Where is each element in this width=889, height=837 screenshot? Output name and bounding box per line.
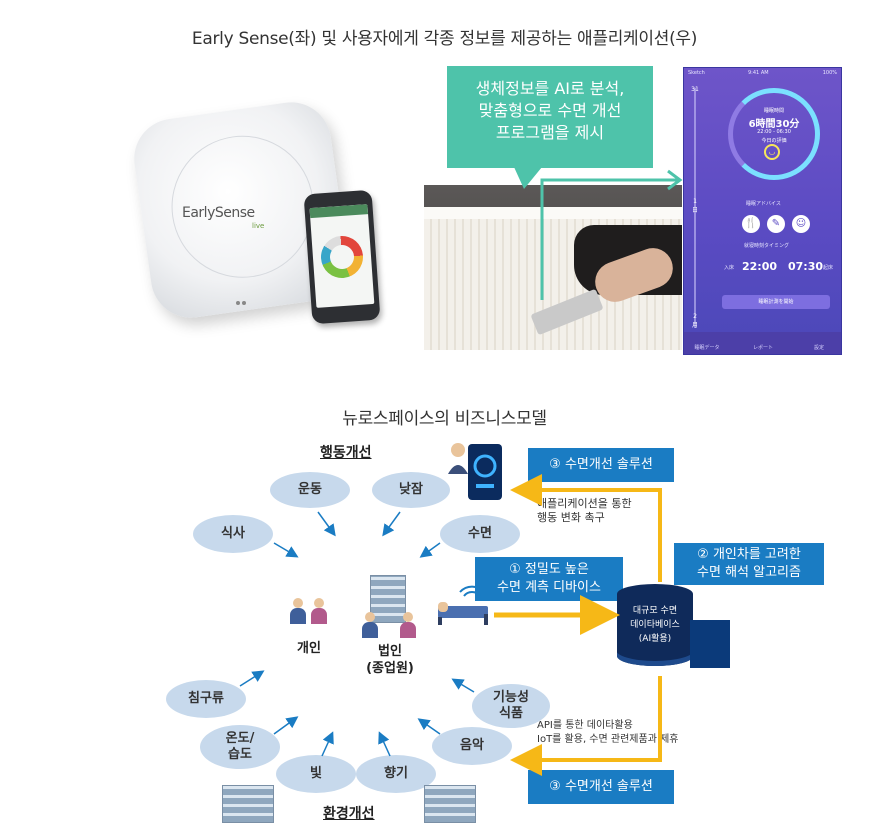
bubble-line-1: 생체정보를 AI로 분석, (475, 79, 625, 98)
oval-exercise: 운동 (270, 472, 350, 508)
corporate-building-icon (370, 575, 406, 623)
solution-box-bottom: ③ 수면개선 솔루션 (528, 770, 674, 804)
oval-bedding: 침구류 (166, 680, 246, 718)
device-brand-logo: EarlySense (182, 205, 255, 221)
employee-woman-icon (400, 612, 416, 638)
rail-label-mid: 1 日 (691, 198, 698, 214)
building-left-icon (222, 785, 274, 823)
oval-scent: 향기 (356, 755, 436, 793)
meal-icon[interactable]: 🍴 (742, 215, 760, 233)
connector-arrow (540, 169, 683, 300)
start-measure-button[interactable]: 睡眠計測を開始 (722, 295, 830, 309)
mattress-top (424, 207, 682, 219)
speech-bubble: 생체정보를 AI로 분석, 맞춤형으로 수면 개선 프로그램을 제시 (447, 66, 653, 168)
advice-label: 睡眠アドバイス (746, 201, 781, 207)
sleep-app-screenshot: Sketch 9:41 AM 100% 31 1 日 2 月 睡眠時間 6時間3… (683, 67, 842, 355)
api-note: API를 통한 데이타활용 IoT를 활용, 수면 관련제품과 제휴 (537, 720, 679, 745)
oval-music: 음악 (432, 727, 512, 765)
oval-functional-food: 기능성 식품 (472, 684, 550, 728)
gauge-label: 睡眠時間 (763, 108, 784, 114)
oval-sleep: 수면 (440, 515, 520, 553)
database-label: 대규모 수면 데이타베이스 (AI활용) (630, 606, 680, 644)
rail-label-bottom: 2 月 (691, 313, 698, 329)
mattress-photo (424, 185, 682, 350)
person-man-icon (290, 598, 306, 624)
employee-man-icon (362, 612, 378, 638)
bottom-caption: 뉴로스페이스의 비즈니스모델 (342, 409, 547, 429)
status-time: 9:41 AM (748, 70, 769, 76)
database-panel-graphic (690, 620, 730, 668)
status-battery: 100% (822, 70, 837, 76)
wake-label: 起床 (823, 265, 834, 271)
person-icon[interactable]: ☺ (792, 215, 810, 233)
environment-title: 환경개선 (323, 806, 375, 822)
personal-label: 개인 (297, 641, 321, 656)
corporate-label: 법인 (종업원) (366, 644, 414, 676)
device-box: ① 정밀도 높은 수면 계측 디바이스 (475, 557, 623, 601)
bed-sensor-icon (438, 585, 488, 625)
wake-time[interactable]: 07:30 (788, 260, 824, 273)
behavior-title: 행동개선 (320, 445, 372, 461)
tab-report[interactable]: レポート (752, 345, 773, 351)
oval-light: 빛 (276, 755, 356, 793)
bed-label: 入床 (724, 265, 735, 271)
user-phone-icon (448, 443, 502, 500)
oval-temperature-humidity: 온도/ 습도 (200, 725, 280, 769)
gauge-range: 22:00 - 06:30 (757, 129, 791, 135)
gauge-value: 6時間30分 (748, 119, 800, 130)
algorithm-box: ② 개인차를 고려한 수면 해석 알고리즘 (674, 543, 824, 585)
top-caption: Early Sense(좌) 및 사용자에게 각종 정보를 제공하는 애플리케이… (191, 29, 698, 49)
speech-bubble-tail (514, 167, 542, 189)
tab-sleep-data[interactable]: 睡眠データ (694, 345, 720, 351)
tab-settings[interactable]: 設定 (813, 345, 824, 351)
smile-icon: ◡ (764, 144, 780, 160)
bubble-line-3: 프로그램을 제시 (495, 123, 605, 142)
bed-time[interactable]: 22:00 (742, 260, 778, 273)
pill-icon[interactable]: ✎ (767, 215, 785, 233)
rail-label-top: 31 (691, 86, 699, 93)
app-note: 애플리케이션을 통한 행동 변화 촉구 (537, 497, 632, 524)
building-right-icon (424, 785, 476, 823)
sleep-gauge: 睡眠時間 6時間30分 22:00 - 06:30 今日の評価 ◡ (728, 88, 820, 180)
device-leds (236, 290, 250, 305)
person-woman-icon (311, 598, 327, 624)
oval-nap: 낮잠 (372, 472, 450, 508)
solution-box-top: ③ 수면개선 솔루션 (528, 448, 674, 482)
gauge-score-label: 今日の評価 (761, 138, 787, 144)
oval-meal: 식사 (193, 515, 273, 553)
database-cylinder: 대규모 수면 데이타베이스 (AI활용) (617, 584, 693, 666)
device-sub-logo: live (252, 222, 265, 230)
app-timeline-rail (694, 88, 696, 328)
timing-label: 就寝時刻タイミング (744, 243, 790, 249)
bubble-line-2: 맞춤형으로 수면 개선 (478, 101, 622, 120)
advice-icons: 🍴 ✎ ☺ (742, 211, 822, 235)
status-carrier: Sketch (688, 70, 705, 76)
app-tab-bar: 睡眠データ レポート 設定 (684, 332, 841, 354)
